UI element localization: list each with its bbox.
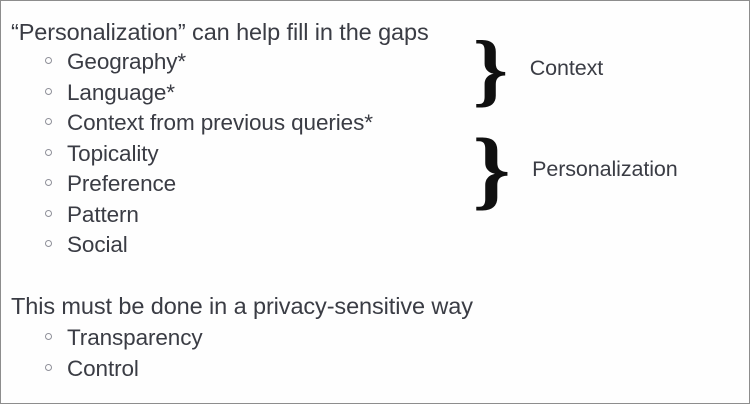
circle-bullet-icon — [45, 240, 52, 247]
list-item: Context from previous queries* — [45, 108, 373, 139]
circle-bullet-icon — [45, 118, 52, 125]
list-item-label: Topicality — [67, 140, 159, 166]
list-item-label: Social — [67, 232, 128, 257]
circle-bullet-icon — [45, 209, 52, 217]
list-item-label: Context from previous queries* — [67, 110, 373, 135]
list-item: Social — [45, 230, 373, 261]
list-item: Transparency — [45, 323, 203, 354]
circle-bullet-icon — [45, 148, 52, 156]
circle-bullet-icon — [45, 87, 52, 95]
list-item-label: Control — [67, 355, 139, 381]
circle-bullet-icon — [45, 57, 52, 64]
list-item-label: Preference — [67, 171, 177, 196]
list-item: Control — [45, 354, 203, 385]
circle-bullet-icon — [45, 333, 52, 340]
bullet-list-personalization-factors: Geography* Language* Context from previo… — [45, 47, 373, 261]
group-annotation-context: } Context — [472, 22, 604, 114]
list-item: Language* — [45, 78, 373, 109]
page-subtitle-privacy: This must be done in a privacy-sensitive… — [11, 293, 473, 319]
group-label-personalization: Personalization — [532, 157, 678, 181]
list-item: Preference — [45, 169, 373, 200]
list-item-label: Pattern — [67, 201, 139, 227]
list-item-label: Language* — [67, 79, 175, 105]
list-item: Geography* — [45, 47, 373, 78]
circle-bullet-icon — [45, 363, 52, 371]
circle-bullet-icon — [45, 179, 52, 186]
page-title-personalization: “Personalization” can help fill in the g… — [11, 19, 429, 45]
group-annotation-personalization: } Personalization — [472, 120, 678, 218]
group-label-context: Context — [529, 56, 604, 80]
list-item: Pattern — [45, 200, 373, 231]
list-item-label: Geography* — [67, 49, 187, 74]
list-item-label: Transparency — [67, 325, 203, 350]
bullet-list-privacy-principles: Transparency Control — [45, 323, 203, 384]
list-item: Topicality — [45, 139, 373, 170]
